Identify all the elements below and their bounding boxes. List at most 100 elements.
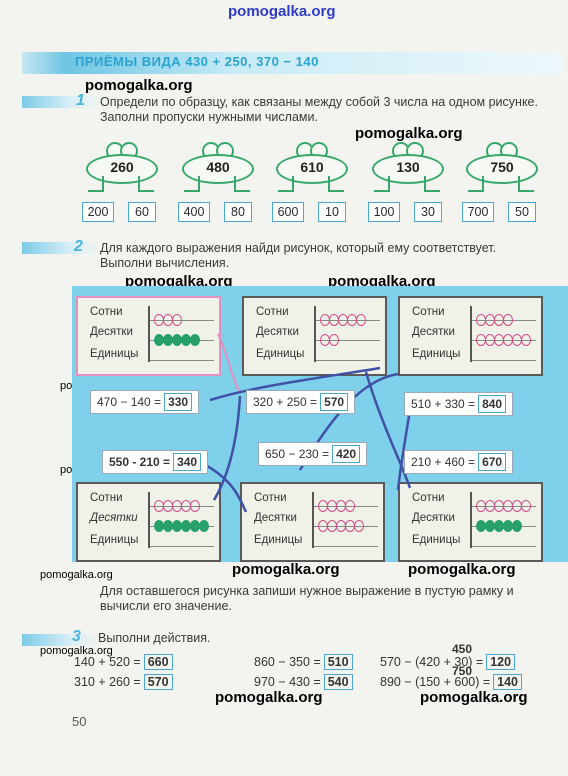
frog-value: 750 — [490, 159, 514, 175]
frog-part-b[interactable]: 50 — [508, 202, 536, 222]
section-bar — [22, 634, 102, 646]
frog-figure: 750 — [462, 140, 538, 192]
row-label: Сотни — [412, 492, 445, 504]
frog-part-a[interactable]: 700 — [462, 202, 494, 222]
row-label: Десятки — [90, 512, 138, 524]
expression-text: 320 + 250 = — [253, 395, 318, 409]
frog-part-a[interactable]: 100 — [368, 202, 400, 222]
watermark: pomogalka.org — [232, 561, 340, 578]
row-label: Единицы — [412, 348, 461, 360]
row-label: Сотни — [256, 306, 289, 318]
task-number: 1 — [76, 92, 85, 109]
task-number: 2 — [74, 238, 83, 255]
expression-answer[interactable]: 330 — [164, 393, 193, 411]
expression-answer[interactable]: 420 — [332, 445, 361, 463]
watermark: pomogalka.org — [215, 689, 323, 706]
task-number: 3 — [72, 628, 81, 645]
row-label: Десятки — [254, 512, 297, 524]
watermark: pomogalka.org — [420, 689, 528, 706]
expression-answer[interactable]: 340 — [173, 453, 202, 471]
expression-box: 550 - 210 =340 — [102, 450, 209, 474]
expression-box: 510 + 330 =840 — [404, 392, 514, 416]
frog-figure: 130 — [368, 140, 444, 192]
watermark-top: pomogalka.org — [228, 3, 336, 20]
hand-note: 750 — [452, 664, 473, 678]
task2-footer: Для оставшегося рисунка запиши нужное вы… — [100, 584, 514, 613]
row-label: Сотни — [90, 492, 123, 504]
expression-answer[interactable]: 670 — [478, 453, 507, 471]
calc-expression: 860 − 350 = — [254, 655, 321, 669]
row-label: Единицы — [256, 348, 305, 360]
frog-part-a[interactable]: 200 — [82, 202, 114, 222]
expression-answer[interactable]: 570 — [320, 393, 349, 411]
expression-text: 510 + 330 = — [411, 397, 476, 411]
calc-answer[interactable]: 140 — [493, 674, 523, 690]
expression-box: 650 − 230 =420 — [258, 442, 368, 466]
frog-value: 130 — [396, 159, 420, 175]
task3-text: Выполни действия. — [98, 631, 211, 645]
calc-expression: 570 − (420 + 30) = — [380, 655, 484, 669]
section-bar — [22, 96, 102, 108]
row-label: Десятки — [90, 326, 133, 338]
calc-answer[interactable]: 510 — [323, 654, 353, 670]
expression-box: 210 + 460 =670 — [404, 450, 514, 474]
frog-figure: 480 — [178, 140, 254, 192]
calc-expression: 310 + 260 = — [74, 675, 141, 689]
frog-value: 260 — [110, 159, 134, 175]
row-label: Единицы — [90, 534, 139, 546]
frog-part-b[interactable]: 30 — [414, 202, 442, 222]
calc-item: 970 − 430 =540 — [254, 674, 353, 690]
frog-part-b[interactable]: 60 — [128, 202, 156, 222]
frog-part-a[interactable]: 400 — [178, 202, 210, 222]
hand-note: 450 — [452, 642, 473, 656]
row-label: Сотни — [90, 306, 123, 318]
calc-answer[interactable]: 570 — [143, 674, 173, 690]
frog-figure: 260 — [82, 140, 158, 192]
expression-text: 470 − 140 = — [97, 395, 162, 409]
expression-box: 320 + 250 =570 — [246, 390, 356, 414]
watermark: pomogalka.org — [40, 569, 113, 581]
header-bar — [22, 52, 562, 74]
page-number: 50 — [72, 714, 87, 729]
row-label: Единицы — [90, 348, 139, 360]
page-title: ПРИЁМЫ ВИДА 430 + 250, 370 − 140 — [75, 54, 319, 69]
row-label: Единицы — [254, 534, 303, 546]
calc-answer[interactable]: 660 — [143, 654, 173, 670]
calc-expression: 140 + 520 = — [74, 655, 141, 669]
frog-value: 610 — [300, 159, 324, 175]
calc-expression: 970 − 430 = — [254, 675, 321, 689]
row-label: Сотни — [254, 492, 287, 504]
calc-item: 890 − (150 + 600) =140 — [380, 674, 523, 690]
calc-item: 310 + 260 =570 — [74, 674, 173, 690]
calc-item: 570 − (420 + 30) =120 — [380, 654, 516, 670]
calc-answer[interactable]: 120 — [486, 654, 516, 670]
frog-part-b[interactable]: 80 — [224, 202, 252, 222]
row-label: Десятки — [412, 326, 455, 338]
frog-part-a[interactable]: 600 — [272, 202, 304, 222]
expression-answer[interactable]: 840 — [478, 395, 507, 413]
expression-box: 470 − 140 =330 — [90, 390, 200, 414]
section-bar — [22, 242, 102, 254]
calc-expression: 890 − (150 + 600) = — [380, 675, 491, 689]
calc-item: 860 − 350 =510 — [254, 654, 353, 670]
watermark: pomogalka.org — [408, 561, 516, 578]
watermark: pomogalka.org — [328, 273, 436, 290]
frog-figure: 610 — [272, 140, 348, 192]
row-label: Сотни — [412, 306, 445, 318]
watermark: pomogalka.org — [85, 77, 193, 94]
calc-answer[interactable]: 540 — [323, 674, 353, 690]
expression-text: 550 - 210 = — [109, 455, 171, 469]
frog-part-b[interactable]: 10 — [318, 202, 346, 222]
watermark: pomogalka.org — [40, 645, 113, 657]
watermark: pomogalka.org — [355, 125, 463, 142]
calc-item: 140 + 520 =660 — [74, 654, 173, 670]
row-label: Десятки — [256, 326, 299, 338]
frog-value: 480 — [206, 159, 230, 175]
task1-text: Определи по образцу, как связаны между с… — [100, 95, 538, 124]
